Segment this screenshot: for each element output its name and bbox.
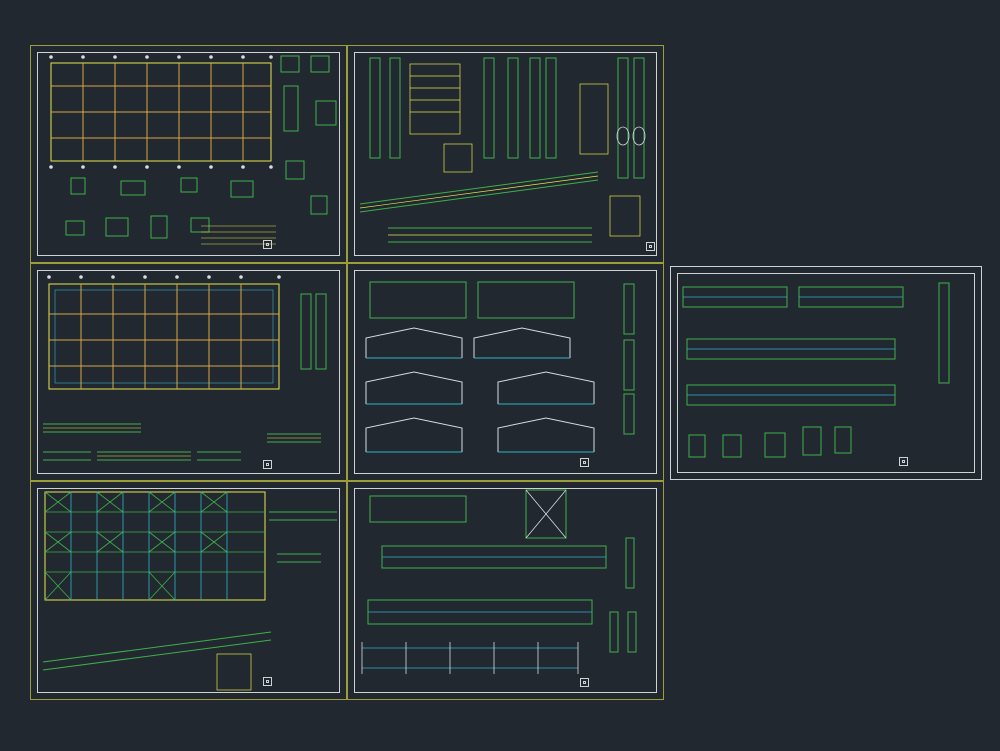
title-block-icon <box>580 678 589 687</box>
sheet-border <box>37 488 340 693</box>
sheet-border <box>354 270 657 474</box>
sheet-roof-plan[interactable] <box>30 481 347 700</box>
sheet-structural-plan[interactable] <box>30 263 347 481</box>
roof-plan-drawing <box>42 491 337 691</box>
title-block-icon <box>263 240 272 249</box>
sheet-foundation-plan[interactable] <box>30 45 347 263</box>
sheet-column-details[interactable] <box>347 45 664 263</box>
axis-elevations-drawing <box>365 281 635 453</box>
longitudinal-elevations-drawing <box>361 489 637 674</box>
column-details-drawing <box>359 57 646 243</box>
title-block-icon <box>263 677 272 686</box>
sheet-axis-elevations[interactable] <box>347 263 664 481</box>
sheet-border <box>677 273 975 473</box>
sheet-border <box>37 270 340 474</box>
title-block-icon <box>899 457 908 466</box>
title-block-icon <box>263 460 272 469</box>
sheet-border <box>37 52 340 256</box>
sheet-border <box>354 52 657 256</box>
foundation-plan-drawing <box>49 55 337 245</box>
title-block-icon <box>580 458 589 467</box>
title-block-icon <box>646 242 655 251</box>
sheet-border <box>354 488 657 693</box>
sheet-longitudinal-elevations[interactable] <box>347 481 664 700</box>
structural-plan-drawing <box>43 275 327 461</box>
beam-elevations-drawing <box>682 282 950 458</box>
sheet-beam-elevations[interactable] <box>670 266 982 480</box>
